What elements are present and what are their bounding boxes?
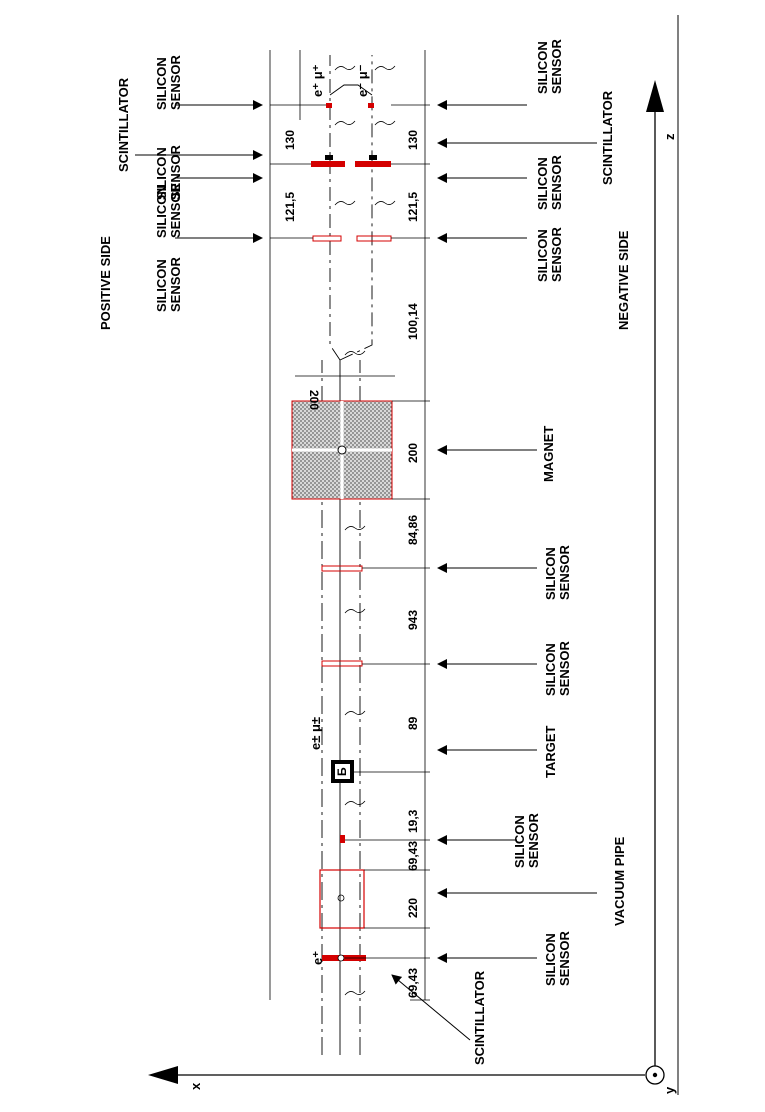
pos-silicon-sensor-c bbox=[326, 103, 332, 108]
z-axis-label: z bbox=[662, 133, 677, 140]
pos-silicon-sensor-a bbox=[312, 235, 342, 242]
pos-silicon-sensor-b bbox=[325, 155, 333, 160]
label-silicon: SILICON bbox=[154, 259, 169, 312]
arrow-scintillator-front bbox=[391, 974, 471, 1041]
particle-label-e-plus: e⁺ bbox=[310, 951, 325, 965]
silicon-sensor-s1 bbox=[340, 835, 345, 843]
label-silicon: SILICON bbox=[535, 157, 550, 210]
dimension-label: 121,5 bbox=[283, 192, 297, 222]
target-inner bbox=[335, 764, 350, 779]
magnet-center-marker bbox=[337, 445, 347, 455]
break-marks bbox=[334, 65, 396, 996]
particle-label-e-pm-mu-pm: e± μ± bbox=[308, 717, 323, 750]
particle-label-e-plus-mu-plus: e⁺ μ⁺ bbox=[310, 64, 325, 97]
label-sensor: SENSOR bbox=[549, 38, 564, 94]
beam-branch-negative bbox=[339, 55, 373, 361]
dimension-label: 943 bbox=[406, 610, 420, 630]
label-silicon: SILICON bbox=[154, 57, 169, 110]
neg-silicon-sensor-c bbox=[368, 103, 374, 108]
label-scintillator: SCINTILLATOR bbox=[600, 90, 615, 185]
dimension-label: 200 bbox=[406, 443, 420, 463]
branch-kink bbox=[329, 84, 373, 96]
pointer-arrows bbox=[135, 100, 597, 1041]
label-vacuum-pipe: VACUUM PIPE bbox=[612, 836, 627, 926]
dimension-label: 69,43 bbox=[406, 841, 420, 871]
label-silicon: SILICON bbox=[535, 229, 550, 282]
label-silicon: SILICON bbox=[535, 41, 550, 94]
label-silicon: SILICON bbox=[512, 815, 527, 868]
label-silicon: SILICON bbox=[154, 185, 169, 238]
silicon-sensor-s2 bbox=[321, 660, 363, 667]
label-sensor: SENSOR bbox=[557, 544, 572, 600]
dimension-lines bbox=[269, 50, 430, 1001]
dimension-label: 89 bbox=[406, 716, 420, 730]
label-sensor: SENSOR bbox=[168, 256, 183, 312]
pos-scintillator bbox=[311, 161, 345, 167]
silicon-sensor-s3 bbox=[321, 565, 363, 572]
dimension-label: 100,14 bbox=[406, 303, 420, 340]
negative-side-label: NEGATIVE SIDE bbox=[616, 230, 631, 330]
dimension-label: 130 bbox=[406, 130, 420, 150]
z-axis-arrowhead bbox=[646, 80, 664, 112]
x-axis-label: x bbox=[188, 1082, 203, 1090]
dimension-label: 121,5 bbox=[406, 192, 420, 222]
beam-branch-positive bbox=[329, 55, 341, 361]
dimension-label: 200 bbox=[307, 390, 321, 410]
label-sensor: SENSOR bbox=[168, 182, 183, 238]
vacuum-pipe-marker bbox=[337, 894, 345, 902]
label-sensor: SENSOR bbox=[168, 54, 183, 110]
label-sensor: SENSOR bbox=[557, 930, 572, 986]
dimension-labels: 69,43 220 69,43 19,3 89 943 84,86 200 20… bbox=[283, 130, 420, 998]
neg-silicon-sensor-b bbox=[369, 155, 377, 160]
label-sensor: SENSOR bbox=[557, 640, 572, 696]
label-sensor: SENSOR bbox=[549, 154, 564, 210]
neg-scintillator bbox=[355, 161, 391, 167]
label-silicon: SILICON bbox=[154, 147, 169, 200]
dimension-label: 69,43 bbox=[406, 968, 420, 998]
dimension-label: 19,3 bbox=[406, 809, 420, 833]
target-marker: Б bbox=[335, 767, 349, 776]
dimension-label: 84,86 bbox=[406, 515, 420, 545]
label-scintillator: SCINTILLATOR bbox=[472, 970, 487, 1065]
scintillator-front-marker bbox=[337, 954, 345, 962]
label-scintillator: SCINTILLATOR bbox=[116, 77, 131, 172]
particle-labels: e⁺ e± μ± e⁺ μ⁺ e⁻ μ⁻ bbox=[308, 64, 370, 965]
vacuum-pipe-box bbox=[319, 869, 365, 929]
label-sensor: SENSOR bbox=[526, 812, 541, 868]
label-sensor: SENSOR bbox=[168, 144, 183, 200]
y-axis-dot bbox=[652, 1072, 658, 1078]
label-silicon: SILICON bbox=[543, 933, 558, 986]
positive-side-label: POSITIVE SIDE bbox=[98, 236, 113, 330]
label-sensor: SENSOR bbox=[549, 226, 564, 282]
y-axis-label: y bbox=[662, 1086, 677, 1094]
label-silicon: SILICON bbox=[543, 643, 558, 696]
label-target: TARGET bbox=[543, 725, 558, 778]
x-axis-arrowhead bbox=[148, 1066, 178, 1084]
axes: z x y bbox=[148, 80, 677, 1094]
components: Б bbox=[291, 103, 393, 962]
neg-silicon-sensor-a bbox=[356, 235, 392, 242]
dimension-label: 220 bbox=[406, 898, 420, 918]
labels: POSITIVE SIDE NEGATIVE SIDE SILICON SENS… bbox=[98, 38, 631, 1065]
label-magnet: MAGNET bbox=[541, 426, 556, 482]
particle-label-e-minus-mu-minus: e⁻ μ⁻ bbox=[355, 64, 370, 97]
dimension-label: 130 bbox=[283, 130, 297, 150]
label-silicon: SILICON bbox=[543, 547, 558, 600]
